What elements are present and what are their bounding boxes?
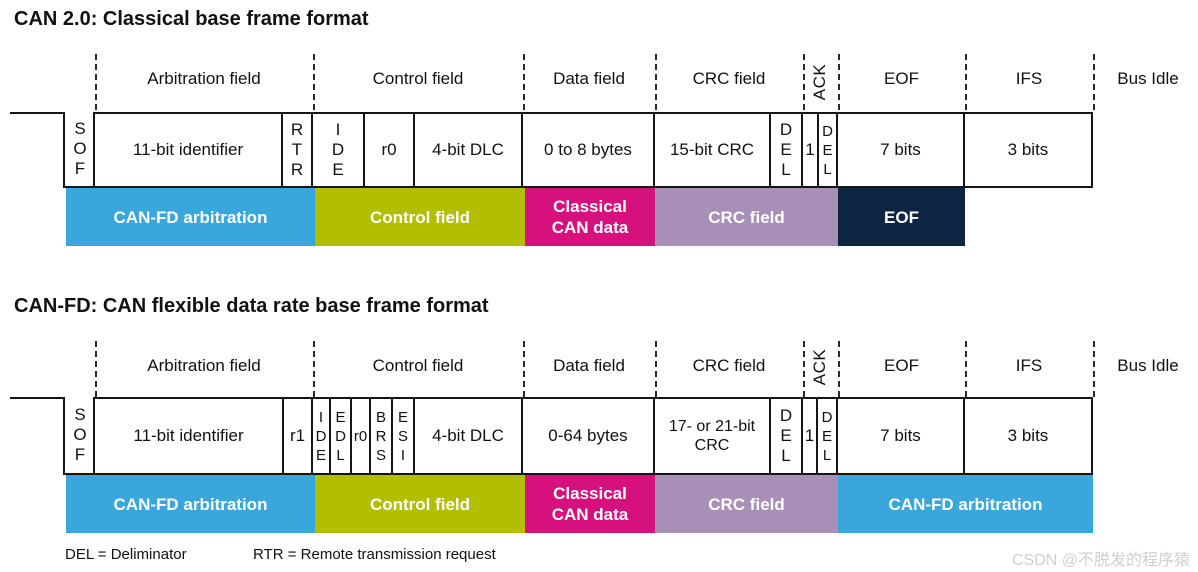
- canfd-label-crc: CRC field: [692, 356, 766, 375]
- can20-cell-r0: r0: [363, 112, 415, 188]
- can20-bar-data: Classical CAN data: [525, 188, 655, 246]
- can20-label-arbitration: Arbitration field: [147, 69, 261, 88]
- can20-cell-ide: I D E: [311, 112, 365, 188]
- canfd-label-arbitration: Arbitration field: [147, 356, 261, 375]
- watermark: CSDN @不脱发的程序猿: [1011, 552, 1190, 569]
- bus-idle-line: [10, 112, 63, 114]
- canfd-cell-ack-del: D E L: [816, 397, 838, 475]
- bus-idle-line: [10, 397, 63, 399]
- separator-dash: [523, 54, 525, 110]
- separator-dash: [95, 341, 97, 397]
- canfd-cell-edl: E D L: [329, 397, 352, 475]
- separator-dash: [655, 341, 657, 397]
- can20-label-bus-idle: Bus Idle: [1117, 69, 1179, 88]
- can20-cell-rtr: R T R: [281, 112, 313, 188]
- can20-label-eof: EOF: [884, 69, 919, 88]
- can20-title: CAN 2.0: Classical base frame format: [14, 8, 369, 30]
- legend-rtr: RTR = Remote transmission request: [253, 546, 496, 563]
- separator-dash: [1093, 341, 1095, 397]
- separator-dash: [523, 341, 525, 397]
- can20-bar-arbitration: CAN-FD arbitration: [66, 188, 315, 246]
- canfd-frame-row: S O F 11-bit identifier r1 I D E E D L r…: [63, 397, 1093, 475]
- separator-dash: [838, 54, 840, 110]
- canfd-bar-arbitration: CAN-FD arbitration: [66, 475, 315, 533]
- canfd-cell-esi: E S I: [391, 397, 415, 475]
- can20-cell-data: 0 to 8 bytes: [521, 112, 655, 188]
- separator-dash: [313, 54, 315, 110]
- separator-dash: [803, 341, 805, 397]
- can20-bar-crc: CRC field: [655, 188, 838, 246]
- can20-bar-control: Control field: [315, 188, 525, 246]
- canfd-label-eof: EOF: [884, 356, 919, 375]
- can20-cell-crc: 15-bit CRC: [653, 112, 771, 188]
- canfd-bar-crc: CRC field: [655, 475, 838, 533]
- can20-label-ifs: IFS: [1015, 69, 1043, 88]
- can20-label-data: Data field: [553, 69, 625, 88]
- separator-dash: [838, 341, 840, 397]
- canfd-bar-tail-arbitration: CAN-FD arbitration: [838, 475, 1093, 533]
- canfd-cell-data: 0-64 bytes: [521, 397, 655, 475]
- canfd-label-ifs: IFS: [1015, 356, 1043, 375]
- can20-cell-dlc: 4-bit DLC: [413, 112, 523, 188]
- can20-label-ack: ACK: [810, 63, 829, 101]
- can20-cell-identifier: 11-bit identifier: [93, 112, 283, 188]
- can20-cell-ifs: 3 bits: [963, 112, 1093, 188]
- canfd-bar-data: Classical CAN data: [525, 475, 655, 533]
- canfd-cell-sof: S O F: [63, 397, 95, 475]
- can20-bar-eof: EOF: [838, 188, 965, 246]
- can20-cell-crc-del: D E L: [769, 112, 803, 188]
- canfd-cell-ifs: 3 bits: [963, 397, 1093, 475]
- canfd-cell-brs: B R S: [369, 397, 393, 475]
- separator-dash: [313, 341, 315, 397]
- canfd-cell-eof: 7 bits: [836, 397, 965, 475]
- canfd-cell-ide: I D E: [311, 397, 331, 475]
- separator-dash: [95, 54, 97, 110]
- canfd-color-bar: CAN-FD arbitration Control field Classic…: [66, 475, 1093, 533]
- canfd-label-ack: ACK: [810, 348, 829, 386]
- canfd-cell-identifier: 11-bit identifier: [93, 397, 284, 475]
- separator-dash: [803, 54, 805, 110]
- canfd-cell-crc: 17- or 21-bit CRC: [653, 397, 771, 475]
- can20-frame-row: S O F 11-bit identifier R T R I D E r0 4…: [63, 112, 1093, 188]
- separator-dash: [655, 54, 657, 110]
- canfd-label-control: Control field: [372, 356, 464, 375]
- canfd-title: CAN-FD: CAN flexible data rate base fram…: [14, 295, 489, 317]
- canfd-cell-dlc: 4-bit DLC: [413, 397, 523, 475]
- can20-cell-ack-del: D E L: [817, 112, 838, 188]
- legend-del: DEL = Deliminator: [65, 546, 187, 563]
- canfd-cell-crc-del: D E L: [769, 397, 803, 475]
- canfd-bar-control: Control field: [315, 475, 525, 533]
- can20-label-control: Control field: [372, 69, 464, 88]
- can20-cell-sof: S O F: [63, 112, 95, 188]
- separator-dash: [1093, 54, 1095, 110]
- canfd-label-bus-idle: Bus Idle: [1117, 356, 1179, 375]
- can20-color-bar: CAN-FD arbitration Control field Classic…: [66, 188, 965, 246]
- can20-label-crc: CRC field: [692, 69, 766, 88]
- separator-dash: [965, 54, 967, 110]
- separator-dash: [965, 341, 967, 397]
- can20-cell-eof: 7 bits: [836, 112, 965, 188]
- canfd-label-data: Data field: [553, 356, 625, 375]
- canfd-cell-r1: r1: [282, 397, 313, 475]
- canfd-cell-r0: r0: [350, 397, 371, 475]
